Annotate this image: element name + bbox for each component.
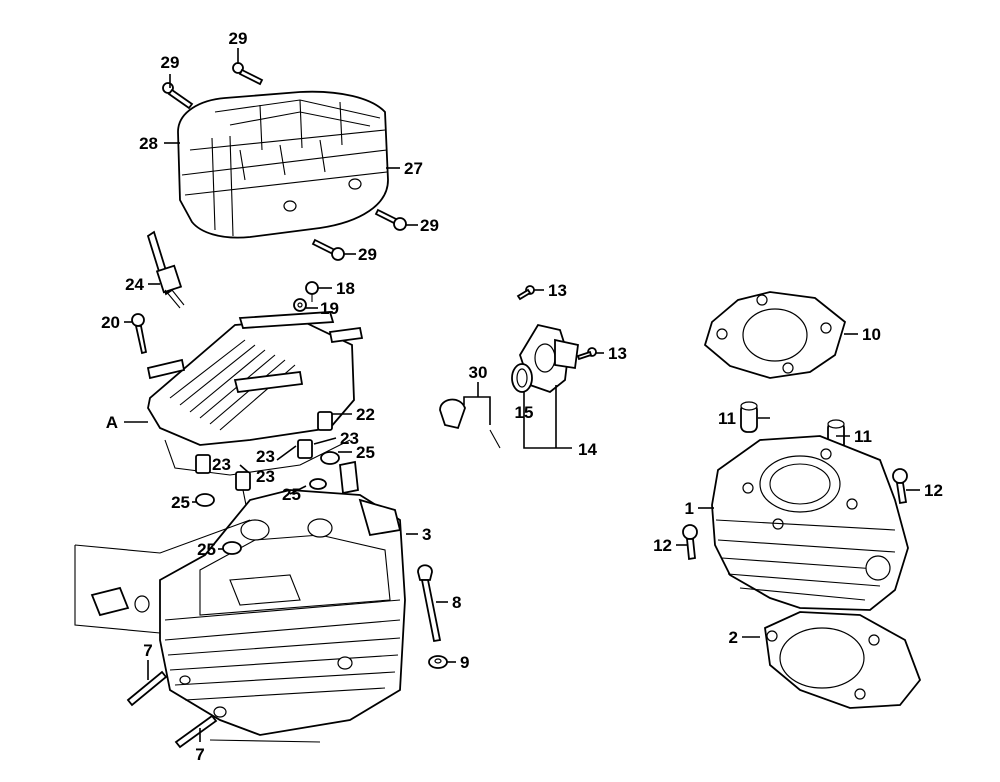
callout-23: 23	[256, 447, 275, 466]
side-cover-part	[146, 311, 364, 476]
callout-22: 22	[356, 405, 375, 424]
intake-manifold-part	[511, 323, 579, 394]
stud-bolt-part	[126, 670, 218, 749]
callout-11: 11	[718, 409, 736, 428]
callout-20: 20	[101, 313, 120, 332]
callout-29: 29	[420, 216, 439, 235]
callout-A: A	[106, 413, 118, 432]
callout-11: 11	[854, 427, 872, 446]
small-bolts-part	[131, 62, 597, 555]
callout-23: 23	[212, 455, 231, 474]
callout-29: 29	[161, 53, 180, 72]
callout-15: 15	[515, 403, 534, 422]
callout-1: 1	[685, 499, 694, 518]
callout-25: 25	[171, 493, 190, 512]
callout-27: 27	[404, 159, 423, 178]
cylinder-head-part	[74, 489, 406, 743]
callout-3: 3	[422, 525, 431, 544]
callout-9: 9	[460, 653, 469, 672]
callout-23: 23	[256, 467, 275, 486]
callout-30: 30	[469, 363, 488, 382]
callout-12: 12	[653, 536, 672, 555]
callout-29: 29	[358, 245, 377, 264]
callout-13: 13	[548, 281, 567, 300]
callout-25: 25	[356, 443, 375, 462]
callout-12: 12	[924, 481, 943, 500]
callout-7: 7	[195, 745, 204, 764]
base-gasket-part	[764, 611, 922, 709]
callout-2: 2	[729, 628, 738, 647]
leader-lines	[124, 48, 920, 742]
callout-18: 18	[336, 279, 355, 298]
callout-19: 19	[320, 299, 339, 318]
callout-13: 13	[608, 344, 627, 363]
callout-7: 7	[143, 641, 152, 660]
callout-10: 10	[862, 325, 881, 344]
callout-24: 24	[125, 275, 144, 294]
long-bolt-part	[417, 564, 442, 643]
callout-28: 28	[139, 134, 158, 153]
fitting-part	[90, 586, 150, 617]
head-cover-part	[177, 90, 389, 239]
callout-23: 23	[340, 429, 359, 448]
callout-25: 25	[282, 485, 301, 504]
callout-29: 29	[229, 29, 248, 48]
cylinder-block-part	[711, 435, 909, 611]
callout-8: 8	[452, 593, 461, 612]
washer-part	[428, 655, 448, 669]
spark-plug-part	[146, 230, 185, 309]
callout-14: 14	[578, 440, 597, 459]
callout-labels: 29 29 28 27 29 29 24 18 19 20 A 22 23 25…	[101, 29, 943, 764]
head-gasket-part	[703, 291, 847, 379]
cylinder-bolts-part	[682, 468, 908, 561]
callout-25: 25	[197, 540, 216, 559]
